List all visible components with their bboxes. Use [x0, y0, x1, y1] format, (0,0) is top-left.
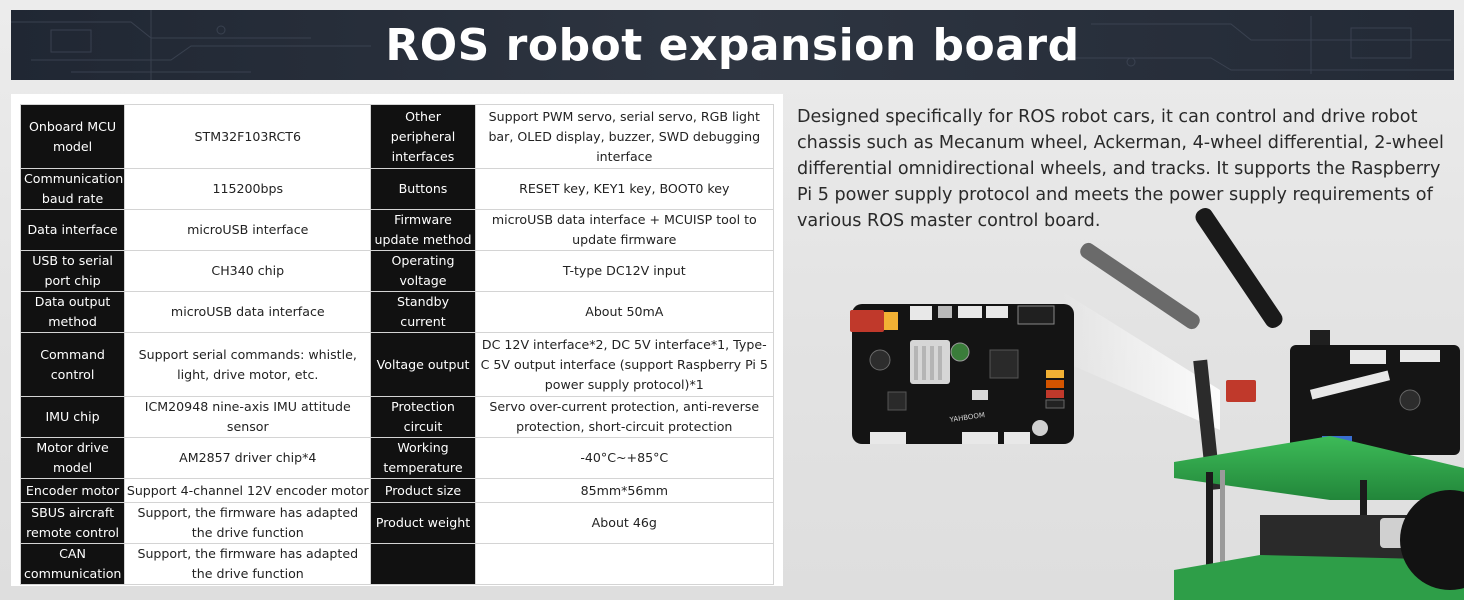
spec-value: CH340 chip: [124, 250, 372, 292]
table-row: Data interface microUSB interface Firmwa…: [19, 209, 775, 251]
servo-headers: [1045, 370, 1065, 409]
spec-value: AM2857 driver chip*4: [124, 437, 372, 479]
spec-table: Onboard MCU model STM32F103RCT6 Other pe…: [19, 104, 775, 585]
spec-table-panel: Onboard MCU model STM32F103RCT6 Other pe…: [11, 94, 783, 586]
spec-key: [370, 543, 476, 585]
spec-key: USB to serial port chip: [19, 250, 126, 292]
table-row: Onboard MCU model STM32F103RCT6 Other pe…: [19, 104, 775, 169]
table-row: IMU chip ICM20948 nine-axis IMU attitude…: [19, 396, 775, 438]
spec-value: 85mm*56mm: [474, 478, 775, 503]
spec-value: RESET key, KEY1 key, BOOT0 key: [474, 168, 775, 210]
spec-value: STM32F103RCT6: [124, 104, 372, 169]
spec-value: About 50mA: [474, 291, 775, 333]
spec-value: microUSB interface: [124, 209, 372, 251]
spec-key: Data interface: [19, 209, 126, 251]
robot-car: [1080, 208, 1464, 600]
spec-value: [474, 543, 775, 585]
spec-value: Servo over-current protection, anti-reve…: [474, 396, 775, 438]
spec-key: Protection circuit: [370, 396, 476, 438]
spec-key: Buttons: [370, 168, 476, 210]
spec-key: Other peripheral interfaces: [370, 104, 476, 169]
spec-value: Support, the firmware has adapted the dr…: [124, 543, 372, 585]
spec-value: Support 4-channel 12V encoder motor: [124, 478, 372, 503]
spec-value: -40°C~+85°C: [474, 437, 775, 479]
spec-key: Product size: [370, 478, 476, 503]
spec-value: About 46g: [474, 502, 775, 544]
dc-power-connector: [850, 310, 884, 332]
spec-value: microUSB data interface: [124, 291, 372, 333]
spec-key: Firmware update method: [370, 209, 476, 251]
spec-key: Command control: [19, 332, 126, 397]
spec-value: DC 12V interface*2, DC 5V interface*1, T…: [474, 332, 775, 397]
spec-key: Voltage output: [370, 332, 476, 397]
spec-key: Operating voltage: [370, 250, 476, 292]
spec-key: Communication baud rate: [19, 168, 126, 210]
table-row: Data output method microUSB data interfa…: [19, 291, 775, 333]
antenna: [1195, 208, 1283, 328]
spec-key: CAN communication: [19, 543, 126, 585]
light-beam: [1060, 290, 1220, 430]
page-title: ROS robot expansion board: [385, 20, 1080, 71]
spec-key: Product weight: [370, 502, 476, 544]
pcb-trace-background: [11, 10, 1454, 80]
spec-value: 115200bps: [124, 168, 372, 210]
header-banner: ROS robot expansion board: [11, 10, 1454, 80]
spec-value: Support serial commands: whistle, light,…: [124, 332, 372, 397]
capacitor: [869, 349, 891, 371]
spec-value: Support, the firmware has adapted the dr…: [124, 502, 372, 544]
table-row: Motor drive model AM2857 driver chip*4 W…: [19, 437, 775, 479]
wheel: [1400, 490, 1464, 590]
green-chassis-plate: [1174, 436, 1464, 500]
table-row: USB to serial port chip CH340 chip Opera…: [19, 250, 775, 292]
table-row: Communication baud rate 115200bps Button…: [19, 168, 775, 210]
table-row: Encoder motor Support 4-channel 12V enco…: [19, 478, 775, 503]
table-row: Command control Support serial commands:…: [19, 332, 775, 397]
spec-key: Motor drive model: [19, 437, 126, 479]
mcu-chip: [989, 349, 1019, 379]
product-illustration: YAHBOOM: [850, 208, 1464, 600]
expansion-board: YAHBOOM: [850, 304, 1074, 444]
spec-key: IMU chip: [19, 396, 126, 438]
spec-key: Encoder motor: [19, 478, 126, 503]
table-row: SBUS aircraft remote control Support, th…: [19, 502, 775, 544]
table-row: CAN communication Support, the firmware …: [19, 543, 775, 585]
spec-value: Support PWM servo, serial servo, RGB lig…: [474, 104, 775, 169]
spec-value: ICM20948 nine-axis IMU attitude sensor: [124, 396, 372, 438]
spec-value: T-type DC12V input: [474, 250, 775, 292]
spec-key: SBUS aircraft remote control: [19, 502, 126, 544]
spec-key: Data output method: [19, 291, 126, 333]
spec-value: microUSB data interface + MCUISP tool to…: [474, 209, 775, 251]
spec-key: Onboard MCU model: [19, 104, 126, 169]
spec-key: Working temperature: [370, 437, 476, 479]
spec-key: Standby current: [370, 291, 476, 333]
product-description: Designed specifically for ROS robot cars…: [797, 107, 1444, 231]
